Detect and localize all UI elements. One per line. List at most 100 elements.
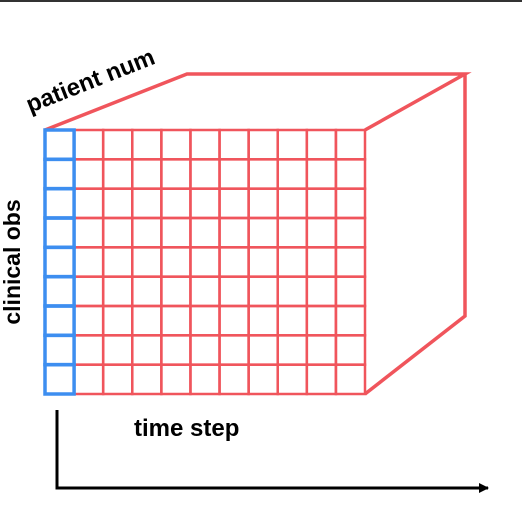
grid-cell (189, 158, 221, 190)
grid-cell (131, 246, 163, 278)
grid-cell (131, 216, 163, 249)
grid-cell (247, 363, 279, 396)
grid-cell (72, 246, 105, 278)
grid-cell (218, 304, 250, 337)
grid-cell (189, 334, 221, 366)
highlighted-grid-cell (43, 157, 76, 191)
grid-cell (160, 216, 192, 249)
grid-cell (247, 216, 279, 249)
cube-right-face (363, 74, 467, 396)
grid-cell (72, 187, 105, 220)
grid-cell (101, 275, 134, 308)
grid-cell (334, 246, 367, 278)
grid-cell (218, 187, 250, 220)
grid-cell (218, 216, 250, 249)
grid-cell (334, 158, 367, 190)
grid-cell (247, 275, 279, 308)
time-step-label: time step (134, 415, 239, 442)
grid-cell (276, 304, 309, 337)
grid-cell (131, 304, 163, 337)
grid-cell (305, 363, 338, 396)
grid-cell (276, 187, 309, 220)
grid-cell (189, 304, 221, 337)
highlighted-grid-cell (43, 274, 76, 308)
grid-cell (305, 334, 338, 366)
grid-cell (101, 158, 134, 190)
grid-cell (101, 334, 134, 366)
grid-cell (276, 363, 309, 396)
highlighted-grid-cell (43, 216, 76, 250)
grid-cell (276, 334, 309, 366)
grid-cell (247, 187, 279, 220)
grid-cell (218, 246, 250, 278)
grid-cell (160, 304, 192, 337)
grid-cell (334, 363, 367, 396)
grid-cell (305, 246, 338, 278)
grid-cell (72, 216, 105, 249)
grid-cell (101, 128, 134, 161)
highlighted-grid-cell (43, 304, 76, 338)
grid-cell (189, 128, 221, 161)
grid-cell (276, 275, 309, 308)
grid-cell (101, 363, 134, 396)
grid-cell (101, 246, 134, 278)
grid-cell (247, 246, 279, 278)
grid-cell (160, 187, 192, 220)
grid-cell (101, 304, 134, 337)
grid-cell (218, 363, 250, 396)
cube-top-face (44, 72, 472, 132)
grid-cell (218, 128, 250, 161)
grid-cell (72, 304, 105, 337)
grid-cell (72, 363, 105, 396)
grid-cell (276, 216, 309, 249)
grid-cell (131, 128, 163, 161)
grid-cell (189, 363, 221, 396)
grid-cell (247, 334, 279, 366)
grid-cell (276, 246, 309, 278)
grid-cell (160, 275, 192, 308)
grid-cell (131, 158, 163, 190)
cube-outline (44, 72, 472, 396)
grid-cell (305, 275, 338, 308)
grid-cell (160, 158, 192, 190)
grid-cell (305, 216, 338, 249)
highlighted-grid-cell (43, 333, 76, 367)
grid-cell (189, 275, 221, 308)
grid-cell (247, 304, 279, 337)
patient-num-label: patient num (22, 44, 158, 119)
grid-cell (305, 187, 338, 220)
axis-line (55, 410, 489, 493)
front-face-grid (43, 128, 367, 396)
grid-cell (72, 128, 105, 161)
grid-cell (305, 304, 338, 337)
grid-cell (160, 246, 192, 278)
grid-cell (131, 187, 163, 220)
grid-cell (160, 334, 192, 366)
grid-cell (276, 128, 309, 161)
x-axis-arrow (55, 410, 489, 493)
grid-cell (189, 187, 221, 220)
grid-cell (101, 216, 134, 249)
grid-cell (305, 128, 338, 161)
grid-cell (334, 187, 367, 220)
grid-cell (131, 334, 163, 366)
highlighted-grid-cell (43, 362, 76, 396)
grid-cell (334, 275, 367, 308)
grid-cell (305, 158, 338, 190)
grid-cell (247, 158, 279, 190)
grid-cell (72, 334, 105, 366)
grid-cell (131, 275, 163, 308)
grid-cell (72, 158, 105, 190)
highlighted-grid-cell (43, 186, 76, 220)
grid-cell (334, 334, 367, 366)
grid-cell (160, 363, 192, 396)
grid-cell (276, 158, 309, 190)
grid-cell (218, 334, 250, 366)
grid-cell (218, 275, 250, 308)
grid-cell (160, 128, 192, 161)
clinical-obs-label: clinical obs (0, 199, 25, 324)
grid-cell (334, 304, 367, 337)
grid-cell (247, 128, 279, 161)
grid-cell (189, 246, 221, 278)
